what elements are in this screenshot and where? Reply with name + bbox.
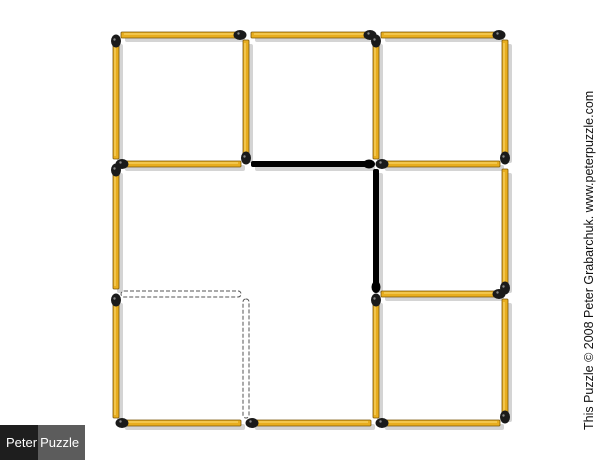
match-v-row1-right[interactable]: [500, 39, 512, 165]
match-v-row3-inner-2[interactable]: [371, 293, 383, 423]
match-h-mid1-3[interactable]: [375, 159, 505, 171]
match-v-row1-inner-1[interactable]: [241, 39, 253, 165]
match-v-row3-inner-1[interactable]: [242, 298, 250, 419]
logo-right-text: Puzzle: [38, 425, 86, 460]
match-v-row1-inner-2[interactable]: [371, 34, 383, 164]
match-h-mid1-1[interactable]: [115, 159, 246, 171]
match-h-mid2-3[interactable]: [380, 289, 506, 301]
match-h-bot-1[interactable]: [115, 418, 246, 430]
match-h-top-3[interactable]: [380, 30, 506, 42]
match-v-row2-right[interactable]: [500, 168, 512, 295]
match-v-row2-left[interactable]: [111, 163, 123, 294]
match-h-bot-2[interactable]: [245, 418, 376, 430]
match-v-row1-left[interactable]: [111, 34, 123, 164]
match-v-row3-right[interactable]: [500, 298, 512, 424]
match-v-row2-inner[interactable]: [371, 169, 384, 293]
peter-puzzle-logo: Peter Puzzle: [0, 425, 86, 460]
copyright-notice: This Puzzle © 2008 Peter Grabarchuk. www…: [582, 90, 596, 430]
match-h-mid1-2[interactable]: [251, 159, 375, 172]
match-h-bot-3[interactable]: [375, 418, 505, 430]
match-h-top-1[interactable]: [120, 30, 247, 42]
logo-left-text: Peter: [0, 425, 39, 460]
match-v-row3-left[interactable]: [111, 293, 123, 423]
match-h-top-2[interactable]: [250, 30, 377, 42]
match-h-mid2-1[interactable]: [120, 290, 242, 298]
